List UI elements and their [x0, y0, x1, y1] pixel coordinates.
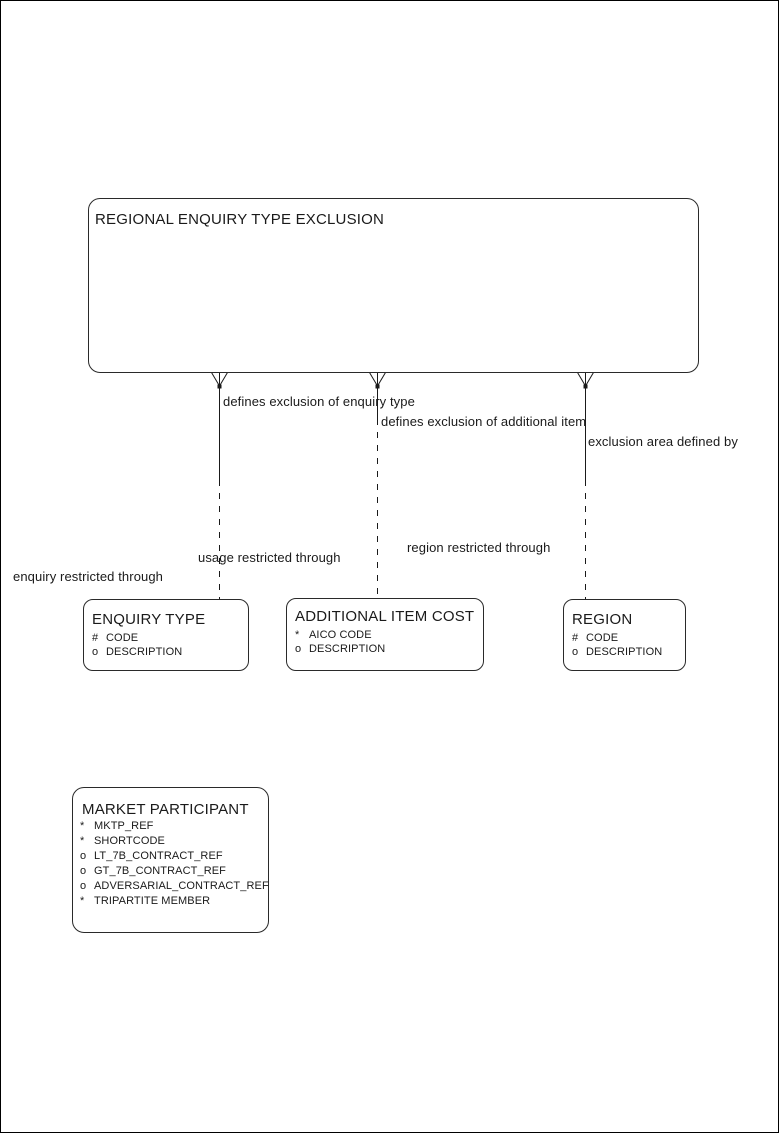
relationship-line-enquiry-type[interactable] — [211, 372, 228, 600]
attribute-row: * AICO CODE — [295, 628, 483, 642]
attribute-row: * MKTP_REF — [80, 819, 268, 834]
attribute-marker: * — [80, 835, 85, 847]
attribute-row: o DESCRIPTION — [92, 645, 248, 659]
attribute-marker: * — [80, 820, 85, 832]
entity-title: MARKET PARTICIPANT — [82, 801, 249, 818]
crow-foot-many-icon — [211, 372, 228, 387]
attribute-name: GT_7B_CONTRACT_REF — [94, 865, 226, 877]
attribute-name: CODE — [586, 632, 619, 644]
attribute-list: # CODE o DESCRIPTION — [84, 629, 248, 659]
attribute-row: o LT_7B_CONTRACT_REF — [80, 849, 268, 864]
entity-title: ENQUIRY TYPE — [92, 611, 206, 628]
attribute-name: DESCRIPTION — [586, 646, 663, 658]
entity-title: REGIONAL ENQUIRY TYPE EXCLUSION — [95, 211, 385, 228]
entity-additional-item-cost[interactable]: ADDITIONAL ITEM COST * AICO CODE o DESCRIP… — [286, 598, 484, 671]
attribute-row: * TRIPARTITE MEMBER — [80, 894, 268, 909]
entity-market-participant[interactable]: MARKET PARTICIPANT * MKTP_REF * SHORTCODE … — [72, 787, 269, 933]
entity-region[interactable]: REGION # CODE o DESCRIPTION — [563, 599, 686, 671]
attribute-marker: o — [80, 880, 87, 892]
attribute-name: ADVERSARIAL_CONTRACT_REF — [94, 880, 269, 892]
attribute-marker: # — [572, 632, 579, 644]
attribute-row: o GT_7B_CONTRACT_REF — [80, 864, 268, 879]
attribute-name: CODE — [106, 632, 139, 644]
attribute-name: LT_7B_CONTRACT_REF — [94, 850, 223, 862]
relationship-line-region[interactable] — [577, 372, 594, 600]
attribute-row: o DESCRIPTION — [572, 645, 685, 659]
crow-foot-many-icon — [577, 372, 594, 387]
attribute-name: AICO CODE — [309, 629, 372, 641]
attribute-name: MKTP_REF — [94, 820, 154, 832]
relationship-label-region-restricted-through: region restricted through — [407, 540, 551, 555]
attribute-list: * MKTP_REF * SHORTCODE o LT_7B_CONTRACT_REF… — [73, 819, 268, 909]
entity-title: REGION — [572, 611, 633, 628]
relationship-label-defines-exclusion-of-additional-item: defines exclusion of additional item — [381, 414, 587, 429]
attribute-marker: o — [92, 646, 99, 658]
attribute-marker: * — [80, 895, 85, 907]
relationship-label-enquiry-restricted-through: enquiry restricted through — [13, 569, 164, 584]
attribute-marker: o — [295, 643, 302, 655]
attribute-row: # CODE — [92, 631, 248, 645]
attribute-row: # CODE — [572, 631, 685, 645]
entity-regional-enquiry-type-exclusion[interactable]: REGIONAL ENQUIRY TYPE EXCLUSION — [88, 198, 699, 373]
relationship-label-usage-restricted-through: usage restricted through — [198, 550, 341, 565]
relationship-label-exclusion-area-defined-by: exclusion area defined by — [588, 434, 738, 449]
attribute-marker: o — [572, 646, 579, 658]
attribute-name: SHORTCODE — [94, 835, 165, 847]
entity-title: ADDITIONAL ITEM COST — [295, 608, 475, 625]
crow-foot-many-icon — [369, 372, 386, 387]
attribute-name: TRIPARTITE MEMBER — [94, 895, 211, 907]
attribute-marker: o — [80, 865, 87, 877]
attribute-row: o ADVERSARIAL_CONTRACT_REF — [80, 879, 268, 894]
relationship-label-defines-exclusion-of-enquiry-type: defines exclusion of enquiry type — [223, 394, 415, 409]
attribute-row: * SHORTCODE — [80, 834, 268, 849]
attribute-list: # CODE o DESCRIPTION — [564, 629, 685, 659]
attribute-list: * AICO CODE o DESCRIPTION — [287, 626, 483, 656]
attribute-name: DESCRIPTION — [309, 643, 386, 655]
attribute-marker: # — [92, 632, 99, 644]
attribute-marker: * — [295, 629, 300, 641]
relationship-line-additional-item-cost[interactable] — [369, 372, 386, 599]
attribute-row: o DESCRIPTION — [295, 642, 483, 656]
entity-enquiry-type[interactable]: ENQUIRY TYPE # CODE o DESCRIPTION — [83, 599, 249, 671]
attribute-marker: o — [80, 850, 87, 862]
attribute-name: DESCRIPTION — [106, 646, 183, 658]
